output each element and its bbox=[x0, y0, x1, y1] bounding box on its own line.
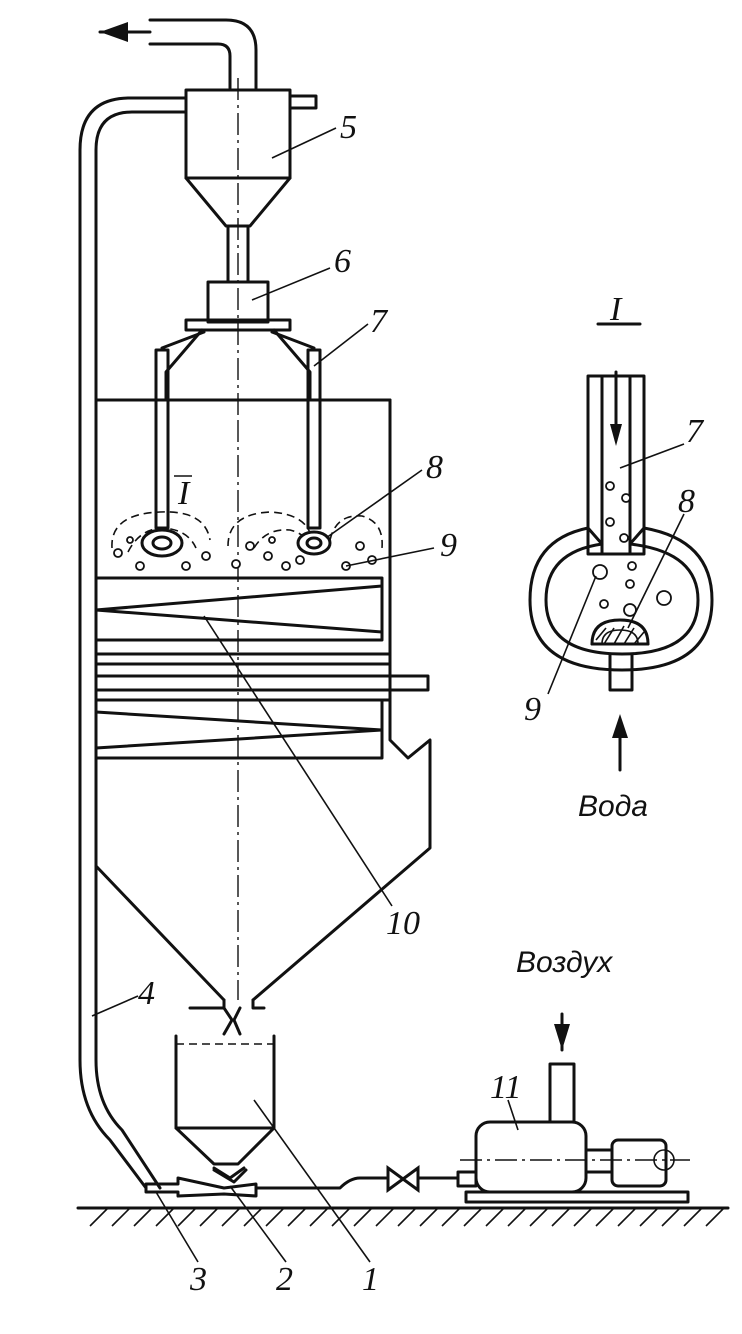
leader-lines bbox=[91, 127, 685, 1263]
main-vessel bbox=[94, 398, 432, 1002]
heat-exchanger-10 bbox=[94, 576, 430, 760]
labels: 5 6 7 I 8 9 10 4 3 2 1 11 Воздух I 7 8 9… bbox=[138, 109, 705, 1298]
bubbling-zone bbox=[111, 511, 383, 571]
label-6: 6 bbox=[334, 243, 351, 280]
label-detail-8: 8 bbox=[678, 483, 695, 520]
ground bbox=[76, 1206, 730, 1227]
valve-icon bbox=[386, 1165, 420, 1193]
blower-11 bbox=[460, 1012, 690, 1204]
air-arrow-icon bbox=[554, 1024, 570, 1050]
label-4: 4 bbox=[138, 975, 155, 1012]
water-arrow-icon bbox=[612, 714, 628, 738]
exhaust-arrow-icon bbox=[100, 22, 128, 42]
exhaust-pipe bbox=[98, 18, 258, 90]
label-10: 10 bbox=[386, 905, 420, 942]
label-detail-mark: I bbox=[177, 475, 191, 512]
label-2: 2 bbox=[276, 1261, 293, 1298]
feed-pipe-6 bbox=[160, 224, 316, 402]
label-air: Воздух bbox=[516, 946, 613, 979]
label-7: 7 bbox=[370, 303, 389, 340]
detail-flow-arrow-icon bbox=[610, 424, 622, 446]
label-3: 3 bbox=[189, 1261, 207, 1298]
label-1: 1 bbox=[362, 1261, 379, 1298]
ejector-2 bbox=[144, 1168, 258, 1198]
air-line bbox=[254, 1165, 478, 1193]
label-11: 11 bbox=[490, 1069, 521, 1106]
label-detail-7: 7 bbox=[686, 413, 705, 450]
collector-1 bbox=[174, 1034, 276, 1180]
cyclone-5 bbox=[184, 78, 318, 420]
label-detail-9: 9 bbox=[524, 691, 541, 728]
label-9: 9 bbox=[440, 527, 457, 564]
label-detail-title: I bbox=[609, 291, 623, 328]
label-8: 8 bbox=[426, 449, 443, 486]
detail-view bbox=[528, 322, 714, 772]
label-5: 5 bbox=[340, 109, 357, 146]
label-water: Вода bbox=[578, 790, 648, 823]
outlet-neck bbox=[188, 998, 266, 1036]
